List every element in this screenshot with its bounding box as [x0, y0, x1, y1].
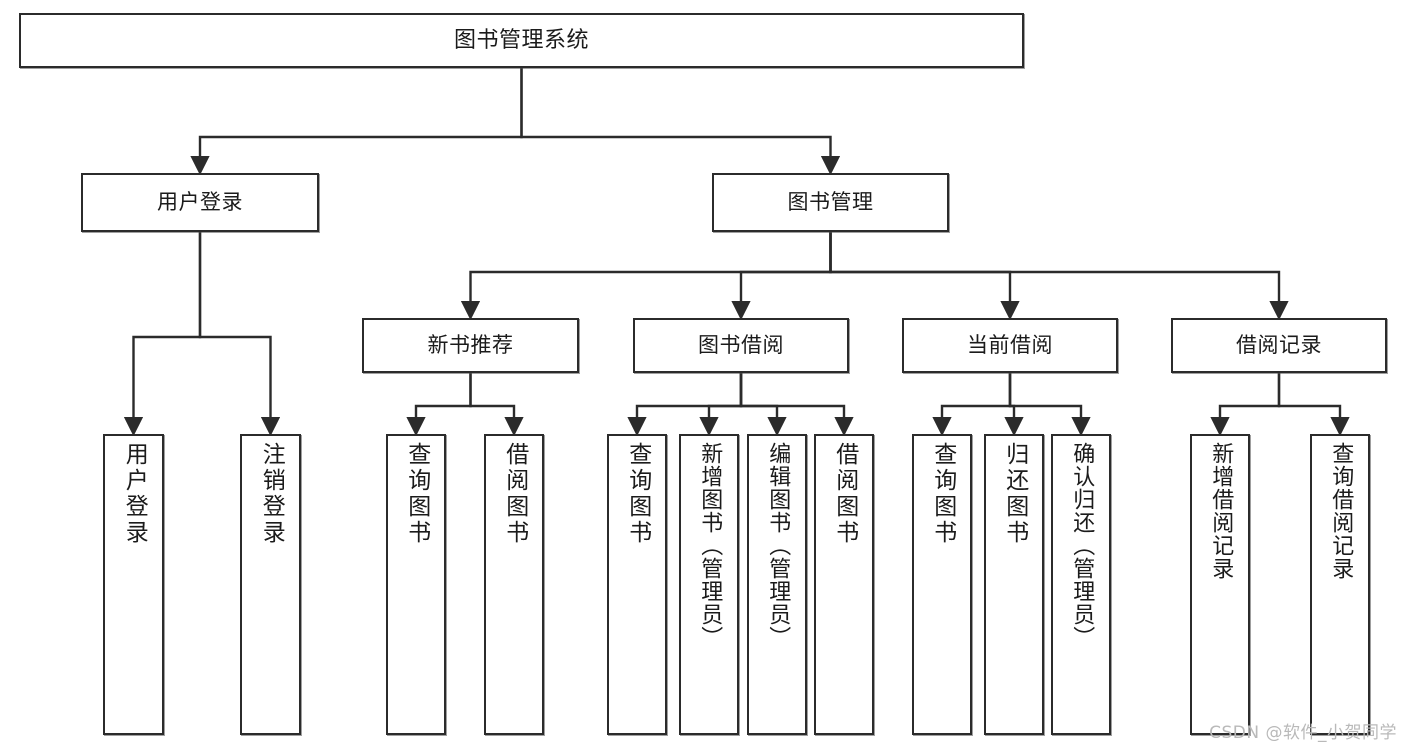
node-label: 编辑图书（管理员）: [765, 442, 791, 649]
node-l2a[interactable]: 用户登录: [81, 173, 319, 232]
node-root[interactable]: 图书管理系统: [19, 13, 1024, 68]
csdn-watermark: CSDN @软件_小贺同学: [1209, 723, 1397, 743]
node-leaf11[interactable]: 确认归还（管理员）: [1051, 434, 1111, 735]
node-label: 图书借阅: [698, 333, 784, 358]
node-leaf5[interactable]: 查询图书: [607, 434, 667, 735]
node-l3c[interactable]: 当前借阅: [902, 318, 1118, 373]
edge-root-to-l2b: [520, 68, 841, 176]
edge-l3b-to-leaf8: [739, 373, 854, 437]
node-leaf6[interactable]: 新增图书（管理员）: [679, 434, 739, 735]
edge-l3b-to-leaf5: [627, 373, 743, 437]
node-label: 查询借阅记录: [1328, 442, 1354, 580]
node-label: 借阅记录: [1236, 333, 1322, 358]
node-label: 用户登录: [121, 442, 148, 546]
node-leaf13[interactable]: 查询借阅记录: [1310, 434, 1370, 735]
node-leaf10[interactable]: 归还图书: [984, 434, 1044, 735]
edge-l3c-to-leaf10: [1004, 373, 1024, 437]
node-label: 图书管理: [787, 190, 874, 215]
node-leaf3[interactable]: 查询图书: [386, 434, 446, 735]
node-leaf12[interactable]: 新增借阅记录: [1190, 434, 1250, 735]
edge-l2b-to-l3a: [460, 232, 832, 321]
edge-l3b-to-leaf6: [699, 373, 743, 437]
edge-l3c-to-leaf9: [932, 373, 1012, 437]
node-label: 注销登录: [258, 442, 285, 546]
node-label: 查询图书: [403, 442, 430, 546]
node-label: 借阅图书: [501, 442, 528, 546]
node-leaf4[interactable]: 借阅图书: [484, 434, 544, 735]
node-l3b[interactable]: 图书借阅: [633, 318, 849, 373]
node-label: 借阅图书: [831, 442, 858, 546]
node-leaf8[interactable]: 借阅图书: [814, 434, 874, 735]
node-label: 当前借阅: [967, 333, 1053, 358]
node-label: 新书推荐: [427, 333, 514, 358]
edge-l2b-to-l3c: [829, 232, 1020, 321]
edge-l3c-to-leaf11: [1008, 373, 1091, 437]
node-leaf2[interactable]: 注销登录: [240, 434, 301, 735]
edge-l3a-to-leaf4: [469, 373, 524, 437]
node-leaf1[interactable]: 用户登录: [103, 434, 164, 735]
edge-l2a-to-leaf1: [123, 232, 202, 437]
node-leaf9[interactable]: 查询图书: [912, 434, 972, 735]
node-label: 查询图书: [929, 442, 956, 546]
edge-l3d-to-leaf13: [1277, 373, 1350, 437]
edge-l3d-to-leaf12: [1210, 373, 1281, 437]
node-label: 图书管理系统: [453, 27, 589, 53]
node-leaf7[interactable]: 编辑图书（管理员）: [747, 434, 807, 735]
edge-l3b-to-leaf7: [739, 373, 787, 437]
node-label: 确认归还（管理员）: [1069, 442, 1095, 649]
node-label: 新增借阅记录: [1208, 442, 1234, 580]
node-l3a[interactable]: 新书推荐: [362, 318, 579, 373]
node-l2b[interactable]: 图书管理: [712, 173, 949, 232]
node-label: 用户登录: [157, 190, 243, 215]
edge-root-to-l2a: [190, 68, 523, 176]
edge-l3a-to-leaf3: [406, 373, 472, 437]
edge-l2a-to-leaf2: [198, 232, 281, 437]
node-label: 查询图书: [624, 442, 651, 546]
node-label: 新增图书（管理员）: [697, 442, 723, 649]
node-label: 归还图书: [1001, 442, 1028, 546]
edge-l2b-to-l3b: [731, 232, 832, 321]
edge-l2b-to-l3d: [829, 232, 1289, 321]
node-l3d[interactable]: 借阅记录: [1171, 318, 1387, 373]
